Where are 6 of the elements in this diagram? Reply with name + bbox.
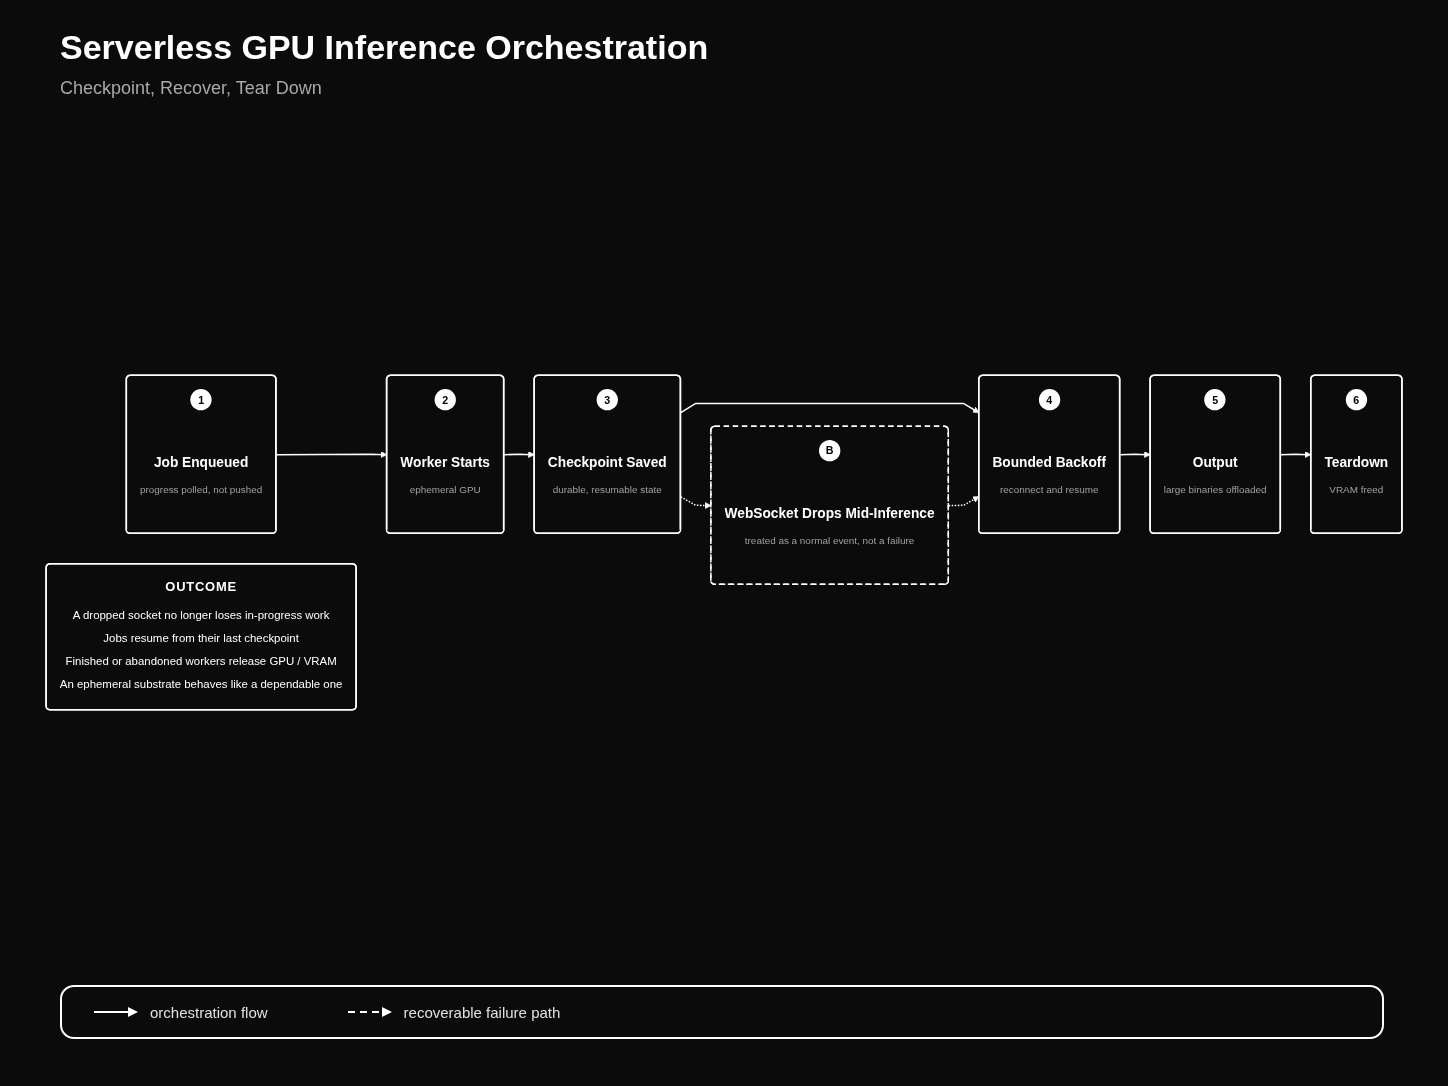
legend-text: orchestration flow [150,1003,268,1021]
arrow [1119,451,1151,458]
diagram-title: Serverless GPU Inference Orchestration [60,28,709,67]
legend-text: recoverable failure path [403,1003,561,1021]
subtitle: Checkpoint, Recover, Tear Down [60,78,322,99]
arrow [503,451,535,458]
